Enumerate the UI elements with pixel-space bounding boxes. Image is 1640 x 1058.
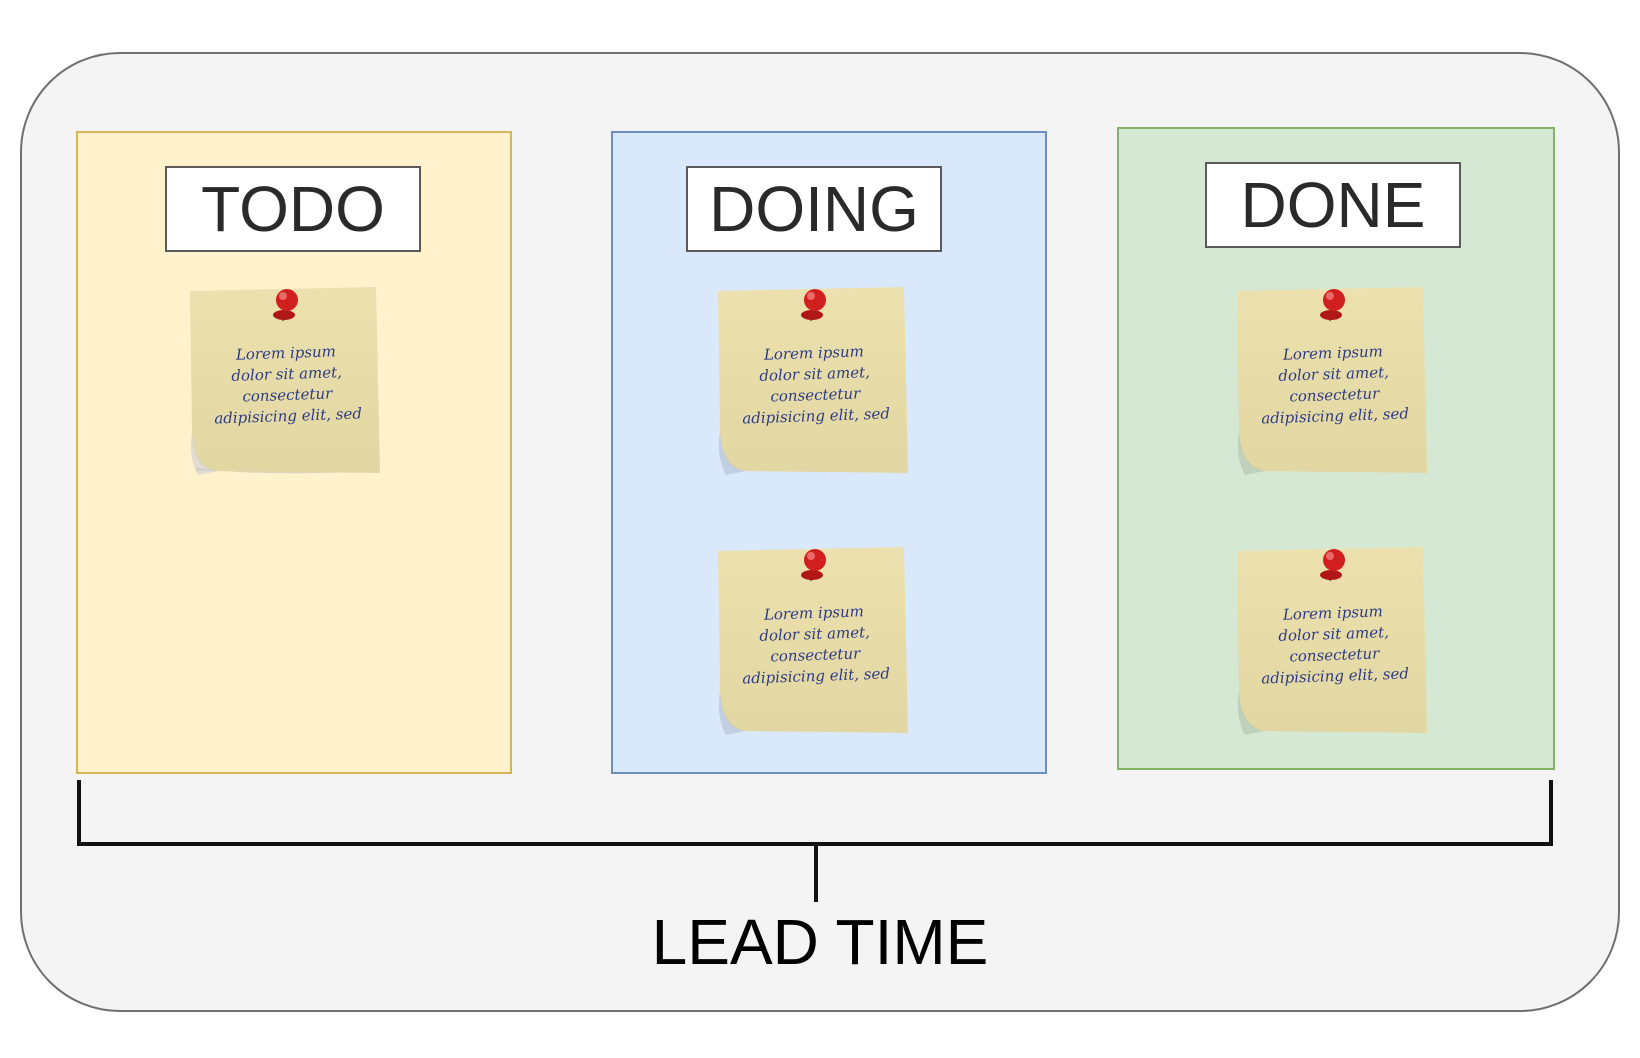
note-text: Lorem ipsum dolor sit amet, consectetur … xyxy=(741,342,891,428)
sticky-note[interactable]: Lorem ipsum dolor sit amet, consectetur … xyxy=(712,541,912,741)
sticky-note-icon xyxy=(718,287,908,475)
column-done: DONE Lorem ipsum dolor sit amet, consect… xyxy=(1117,127,1555,770)
pushpin-icon xyxy=(1320,289,1345,322)
column-title-doing: DOING xyxy=(686,166,942,252)
sticky-note-icon xyxy=(190,287,380,475)
note-text: Lorem ipsum dolor sit amet, consectetur … xyxy=(1260,342,1410,428)
sticky-note-icon xyxy=(718,547,908,735)
sticky-note[interactable]: Lorem ipsum dolor sit amet, consectetur … xyxy=(1231,281,1431,481)
sticky-note-icon xyxy=(1237,547,1427,735)
pushpin-icon xyxy=(1320,549,1345,582)
lead-time-label: LEAD TIME xyxy=(651,906,989,978)
pushpin-icon xyxy=(273,289,298,322)
note-text: Lorem ipsum dolor sit amet, consectetur … xyxy=(213,342,363,428)
note-text: Lorem ipsum dolor sit amet, consectetur … xyxy=(1260,602,1410,688)
sticky-note-icon xyxy=(1237,287,1427,475)
column-doing: DOING Lorem ipsum dolor sit amet, consec… xyxy=(611,131,1047,774)
sticky-note[interactable]: Lorem ipsum dolor sit amet, consectetur … xyxy=(1231,541,1431,741)
pushpin-icon xyxy=(801,549,826,582)
column-title-done: DONE xyxy=(1205,162,1461,248)
lead-time-bracket xyxy=(77,780,1553,902)
column-title-todo: TODO xyxy=(165,166,421,252)
column-todo: TODO Lorem ipsum dolor sit amet, consect… xyxy=(76,131,512,774)
note-text: Lorem ipsum dolor sit amet, consectetur … xyxy=(741,602,891,688)
pushpin-icon xyxy=(801,289,826,322)
sticky-note[interactable]: Lorem ipsum dolor sit amet, consectetur … xyxy=(184,281,384,481)
sticky-note[interactable]: Lorem ipsum dolor sit amet, consectetur … xyxy=(712,281,912,481)
